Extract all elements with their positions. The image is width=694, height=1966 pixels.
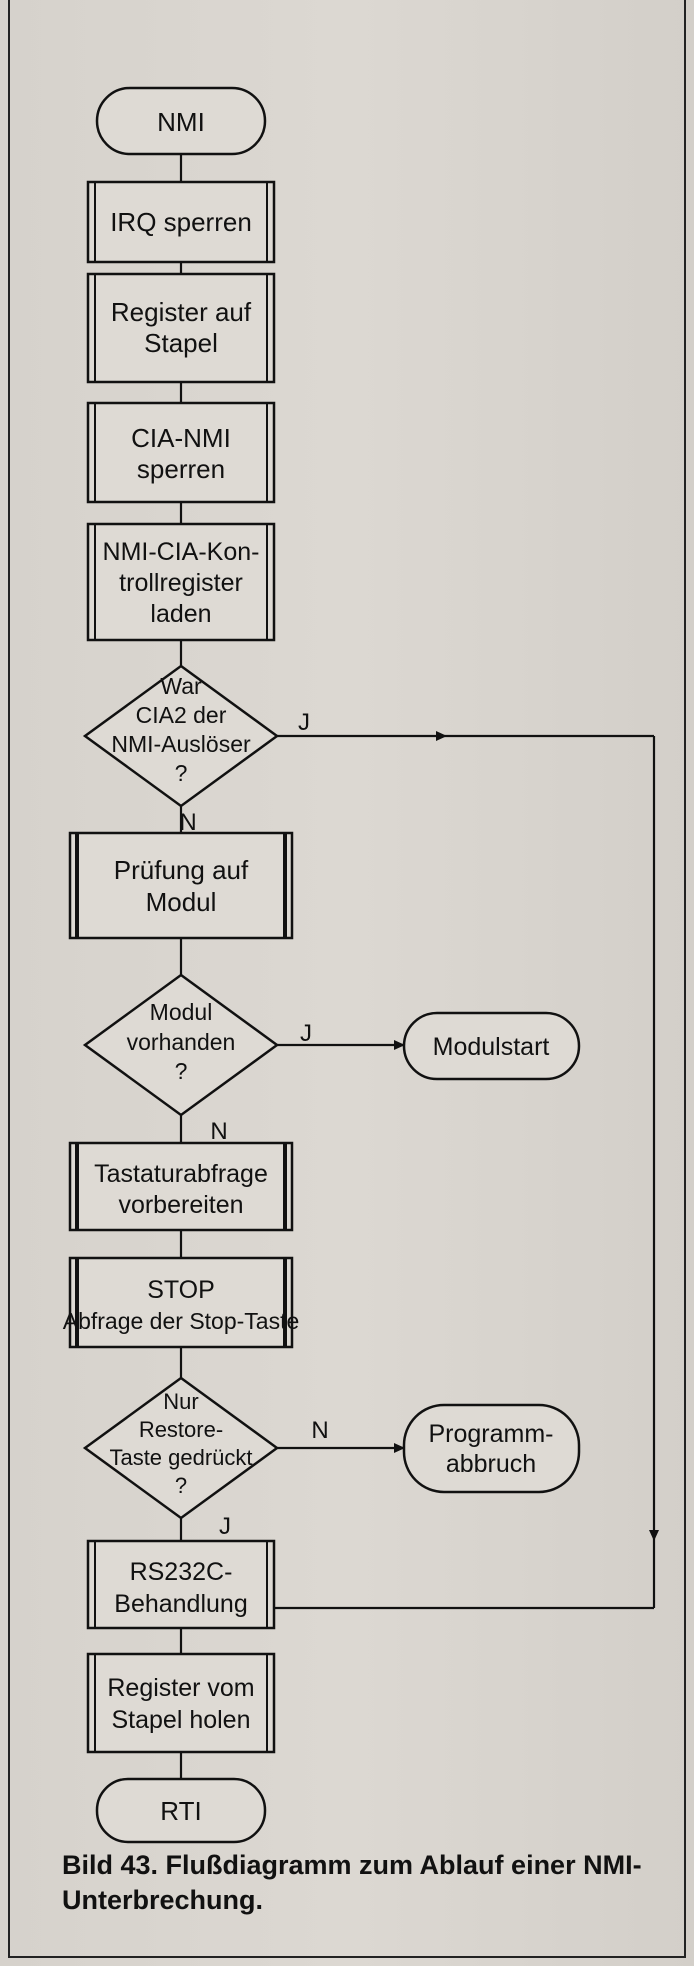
node-register-auf-stapel: Register auf Stapel	[86, 272, 276, 384]
node-tastaturabfrage: Tastaturabfrage vorbereiten	[68, 1141, 294, 1232]
node-war-cia2-line3: NMI-Auslöser	[111, 731, 251, 757]
node-register-auf-stapel-line2: Stapel	[144, 328, 218, 358]
label-restore-yes: J	[219, 1513, 231, 1540]
label-war-cia2-yes: J	[298, 709, 310, 736]
node-nmi-cia-kontroll-line1: NMI-CIA-Kon-	[103, 538, 260, 566]
caption-line1: Bild 43. Flußdiagramm zum Ablauf einer N…	[62, 1850, 642, 1880]
node-restore-line2: Restore-	[139, 1417, 223, 1442]
node-war-cia2-line4: ?	[175, 760, 188, 786]
node-modul-vorhanden-decision: Modul vorhanden ?	[82, 973, 280, 1117]
node-register-auf-stapel-line1: Register auf	[111, 297, 252, 327]
node-register-vom-stapel: Register vom Stapel holen	[86, 1652, 276, 1754]
node-stop-line1: STOP	[147, 1276, 215, 1304]
node-modulstart: Modulstart	[402, 1011, 581, 1081]
node-nmi-label: NMI	[157, 107, 205, 137]
node-rs232c: RS232C- Behandlung	[86, 1539, 276, 1630]
node-pruefung-line1: Prüfung auf	[114, 855, 249, 885]
node-modul-line3: ?	[175, 1058, 188, 1084]
node-modul-line1: Modul	[150, 999, 213, 1025]
figure-caption: Bild 43. Flußdiagramm zum Ablauf einer N…	[62, 1848, 642, 1918]
caption-line2: Unterbrechung.	[62, 1885, 264, 1915]
node-programmabbruch-line2: abbruch	[446, 1450, 536, 1478]
figure-frame	[8, 0, 686, 1958]
node-irq-sperren: IRQ sperren	[86, 180, 276, 264]
node-war-cia2-line1: War	[160, 673, 202, 699]
connectors	[179, 154, 659, 1779]
node-irq-sperren-label: IRQ sperren	[110, 207, 252, 237]
node-programmabbruch: Programm- abbruch	[402, 1403, 581, 1494]
label-modul-no: N	[210, 1118, 227, 1145]
node-rti-label: RTI	[160, 1796, 201, 1826]
node-tastatur-line2: vorbereiten	[118, 1191, 243, 1219]
node-cia-nmi-sperren-line1: CIA-NMI	[131, 423, 231, 453]
node-stop-line2: Abfrage der Stop-Taste	[63, 1308, 300, 1334]
node-modulstart-label: Modulstart	[433, 1033, 550, 1061]
node-rs232-line2: Behandlung	[114, 1590, 247, 1618]
node-rs232-line1: RS232C-	[130, 1558, 233, 1586]
node-programmabbruch-line1: Programm-	[428, 1420, 553, 1448]
node-nmi-cia-kontroll-line3: laden	[150, 600, 211, 628]
node-cia-nmi-sperren: CIA-NMI sperren	[86, 401, 276, 504]
node-nmi-cia-kontroll-line2: trollregister	[119, 569, 243, 597]
node-restore-line3: Taste gedrückt	[109, 1445, 252, 1470]
node-register-vom-line1: Register vom	[107, 1674, 254, 1702]
node-war-cia2-line2: CIA2 der	[136, 702, 227, 728]
node-restore-line1: Nur	[163, 1389, 198, 1414]
node-nmi-cia-kontrollregister: NMI-CIA-Kon- trollregister laden	[86, 522, 276, 642]
node-tastatur-line1: Tastaturabfrage	[94, 1160, 268, 1188]
node-nmi: NMI	[95, 86, 267, 156]
node-pruefung-line2: Modul	[146, 887, 217, 917]
node-nur-restore-decision: Nur Restore- Taste gedrückt ?	[82, 1376, 280, 1520]
node-register-vom-line2: Stapel holen	[111, 1706, 250, 1734]
label-war-cia2-no: N	[179, 809, 196, 836]
label-restore-no: N	[311, 1417, 328, 1444]
label-modul-yes: J	[300, 1020, 312, 1047]
node-war-cia2-decision: War CIA2 der NMI-Auslöser ?	[82, 664, 280, 808]
node-cia-nmi-sperren-line2: sperren	[137, 454, 225, 484]
node-pruefung-auf-modul: Prüfung auf Modul	[68, 831, 294, 940]
node-modul-line2: vorhanden	[127, 1029, 236, 1055]
node-restore-line4: ?	[175, 1473, 187, 1498]
node-stop: STOP Abfrage der Stop-Taste	[63, 1256, 300, 1349]
node-rti: RTI	[95, 1777, 267, 1844]
